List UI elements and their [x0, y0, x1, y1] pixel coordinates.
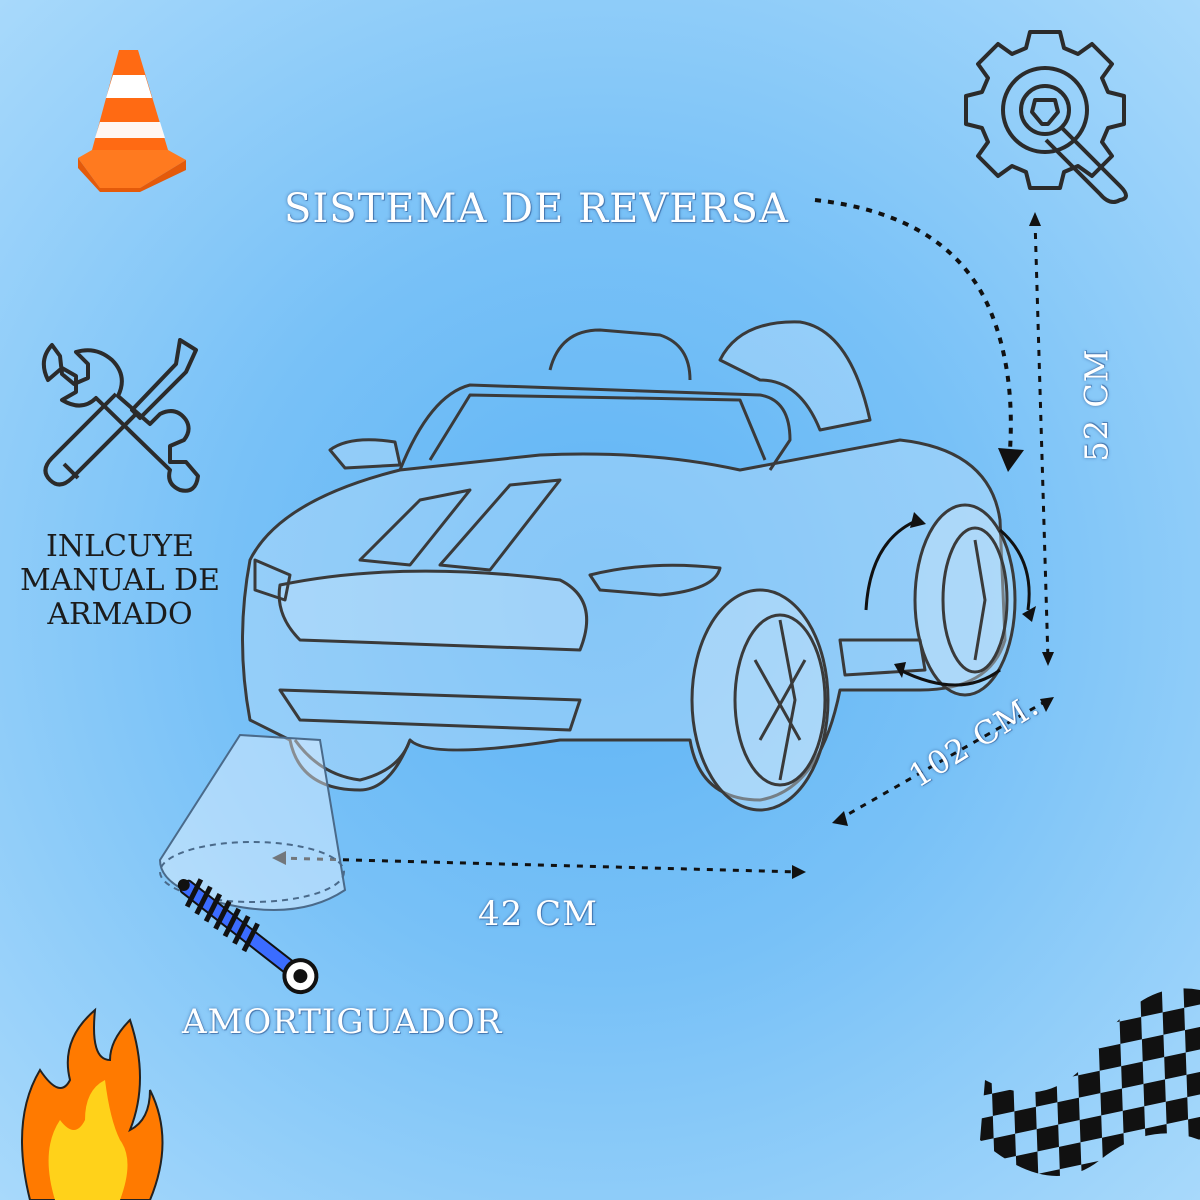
- reverse-system-label: SISTEMA DE REVERSA: [284, 186, 789, 232]
- manual-line-2: MANUAL DE: [19, 563, 221, 598]
- manual-line-3: ARMADO: [47, 597, 193, 632]
- width-dimension-label: 42 CM: [478, 894, 598, 934]
- assembly-manual-note: INLCUYE MANUAL DE ARMADO: [10, 530, 230, 632]
- shock-absorber-label: AMORTIGUADOR: [182, 1002, 503, 1042]
- manual-line-1: INLCUYE: [46, 529, 194, 564]
- height-dimension-label: 52 CM: [1077, 348, 1116, 462]
